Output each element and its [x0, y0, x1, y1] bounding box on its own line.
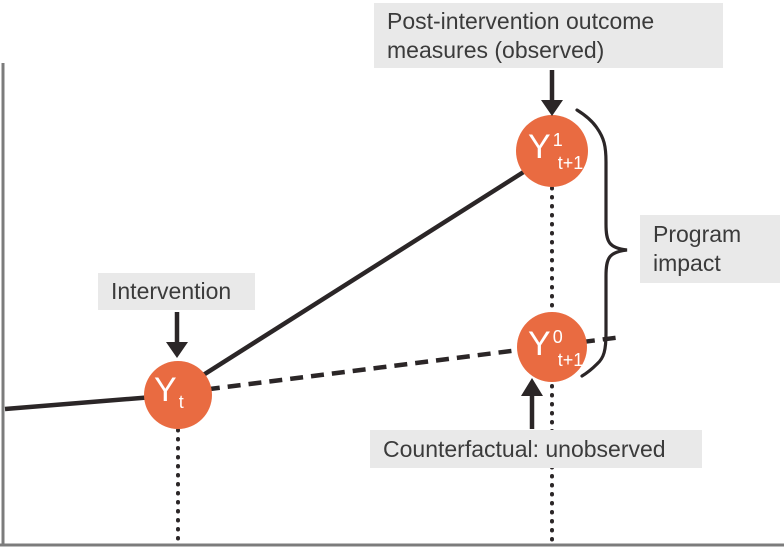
post-intervention-label-line1: Post-intervention outcome	[387, 7, 655, 34]
program-impact-label: Program impact	[640, 215, 780, 283]
post-intervention-label: Post-intervention outcome measures (obse…	[374, 3, 723, 68]
arrow-down-to-yt-head-icon	[166, 342, 188, 358]
node-y0-circle	[517, 312, 587, 382]
program-impact-label-line1: Program	[653, 221, 742, 247]
post-intervention-label-line2: measures (observed)	[387, 36, 605, 63]
arrow-down-to-y1-head-icon	[541, 100, 563, 116]
counterfactual-label: Counterfactual: unobserved	[370, 430, 702, 468]
intervention-label: Intervention	[98, 273, 255, 310]
arrow-up-to-y0-head-icon	[521, 378, 543, 396]
intervention-label-text: Intervention	[111, 278, 232, 304]
node-y1-circle	[516, 115, 588, 187]
node-yt-circle	[144, 361, 212, 429]
observed-outcome-line	[176, 152, 554, 393]
program-impact-brace	[575, 108, 628, 378]
counterfactual-label-text: Counterfactual: unobserved	[383, 435, 666, 462]
program-impact-label-line2: impact	[653, 250, 721, 276]
